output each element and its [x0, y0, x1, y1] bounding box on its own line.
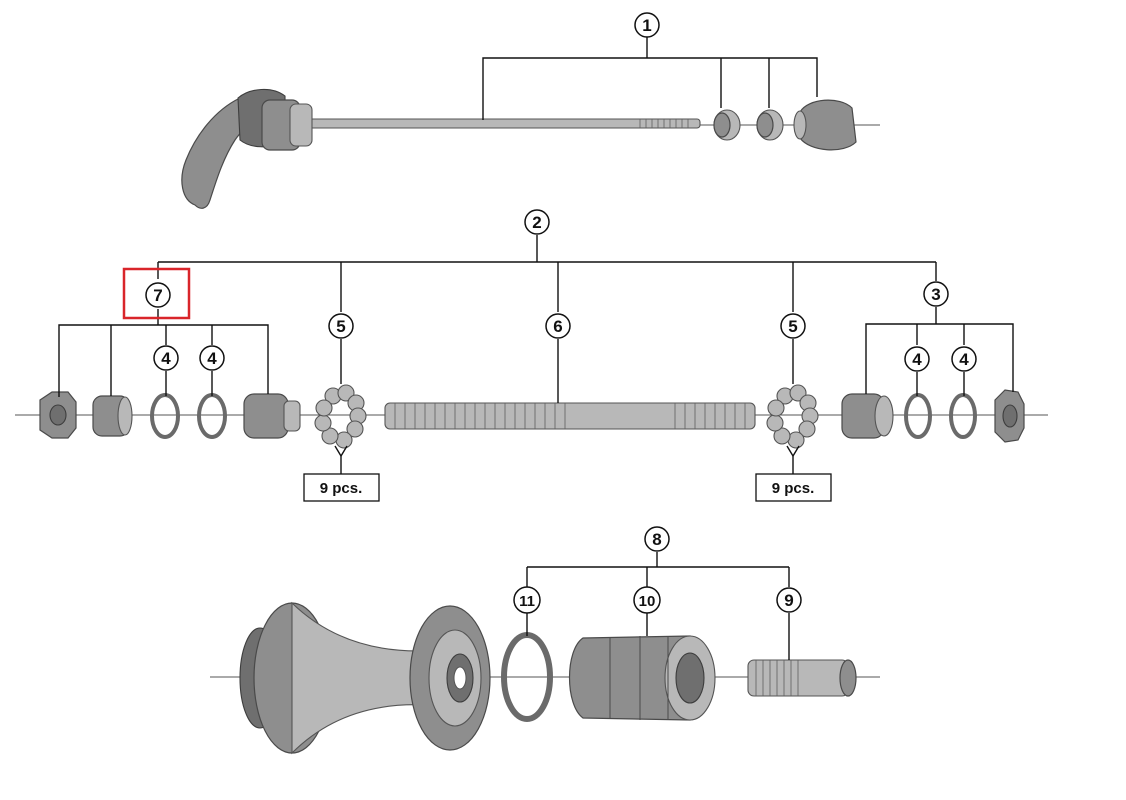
callout-1-label: 1 [642, 16, 651, 35]
ball-quantity-note-right: 9 pcs. [755, 473, 832, 502]
callout-5-left: 5 [328, 313, 354, 339]
callout-2: 2 [524, 209, 550, 235]
callout-4-a: 4 [153, 345, 179, 371]
callout-9-label: 9 [784, 591, 793, 610]
callout-2-label: 2 [532, 213, 541, 232]
ball-quantity-right-label: 9 pcs. [772, 480, 815, 497]
callout-1: 1 [634, 12, 660, 38]
callout-7-label: 7 [153, 286, 162, 305]
ball-quantity-left-label: 9 pcs. [320, 480, 363, 497]
callout-4-c-label: 4 [912, 350, 922, 369]
hub-axle-assembly [15, 384, 1048, 449]
callout-4-b-label: 4 [207, 349, 217, 368]
callout-4-c: 4 [904, 346, 930, 372]
callout-7-highlight-box [122, 267, 191, 320]
hub-body-freehub [210, 601, 880, 755]
callout-10: 10 [633, 586, 661, 614]
callout-5-right: 5 [780, 313, 806, 339]
callout-3-label: 3 [931, 285, 940, 304]
callout-10-label: 10 [639, 593, 656, 610]
callout-4-d-label: 4 [959, 350, 969, 369]
quick-release-skewer [181, 88, 880, 209]
callout-6-label: 6 [553, 317, 562, 336]
callout-9: 9 [776, 587, 802, 613]
callout-11-label: 11 [519, 593, 535, 610]
callout-5-left-label: 5 [336, 317, 345, 336]
callout-3: 3 [923, 281, 949, 307]
callout-7: 7 [145, 282, 171, 308]
callout-8-label: 8 [652, 530, 661, 549]
callout-8: 8 [644, 526, 670, 552]
leader-lines [58, 37, 1014, 660]
callout-5-right-label: 5 [788, 317, 797, 336]
callout-11: 11 [513, 586, 541, 614]
callout-4-d: 4 [951, 346, 977, 372]
callout-4-b: 4 [199, 345, 225, 371]
callout-6: 6 [545, 313, 571, 339]
ball-quantity-note-left: 9 pcs. [303, 473, 380, 502]
callout-4-a-label: 4 [161, 349, 171, 368]
